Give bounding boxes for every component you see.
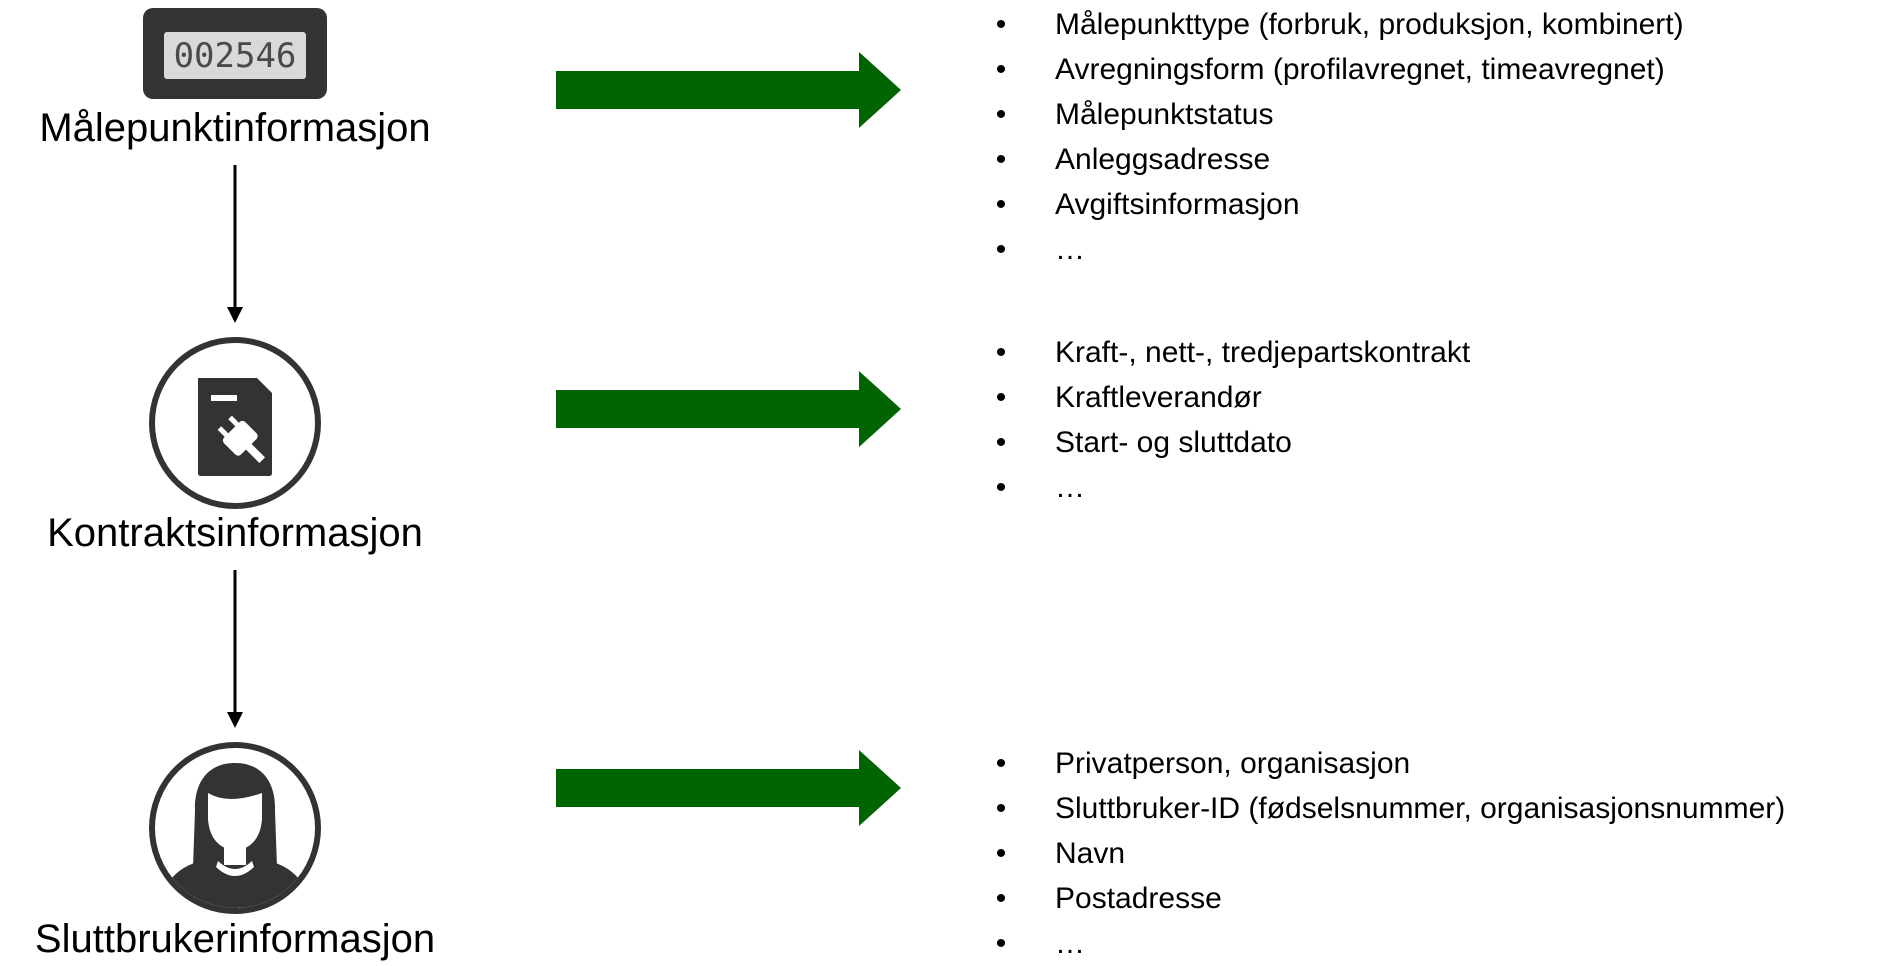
- right-arrow-3: [556, 750, 901, 826]
- list-item: •Postadresse: [995, 882, 1222, 915]
- section-title-kontrakt: Kontraktsinformasjon: [47, 511, 423, 555]
- right-arrow-2: [556, 371, 901, 447]
- list-item: •Kraft-, nett-, tredjepartskontrakt: [995, 336, 1471, 369]
- right-arrow-1: [556, 52, 901, 128]
- contract-plug-icon: [148, 336, 322, 510]
- list-item: •Målepunkttype (forbruk, produksjon, kom…: [995, 8, 1684, 41]
- list-item: •…: [995, 471, 1085, 504]
- list-item: •Sluttbruker-ID (fødselsnummer, organisa…: [995, 792, 1786, 825]
- down-arrow-2: [224, 570, 246, 730]
- list-item: •Avgiftsinformasjon: [995, 188, 1300, 221]
- list-item: •Privatperson, organisasjon: [995, 747, 1411, 780]
- list-item: •Start- og sluttdato: [995, 426, 1292, 459]
- list-item: •Kraftleverandør: [995, 381, 1262, 414]
- kontrakt-list: •Kraft-, nett-, tredjepartskontrakt •Kra…: [993, 330, 1470, 510]
- meter-display: 002546: [174, 36, 297, 76]
- section-title-malepunkt: Målepunktinformasjon: [39, 106, 431, 150]
- list-item: •…: [995, 233, 1085, 266]
- list-item: •Anleggsadresse: [995, 143, 1271, 176]
- section-title-sluttbruker: Sluttbrukerinformasjon: [34, 917, 436, 961]
- list-item: •…: [995, 927, 1085, 960]
- meter-icon: 002546: [143, 8, 327, 99]
- list-item: •Navn: [995, 837, 1126, 870]
- down-arrow-1: [224, 165, 246, 325]
- list-item: •Avregningsform (profilavregnet, timeavr…: [995, 53, 1665, 86]
- list-item: •Målepunktstatus: [995, 98, 1274, 131]
- malepunkt-list: •Målepunkttype (forbruk, produksjon, kom…: [993, 2, 1684, 272]
- sluttbruker-list: •Privatperson, organisasjon •Sluttbruker…: [993, 741, 1786, 966]
- person-icon: [148, 741, 322, 915]
